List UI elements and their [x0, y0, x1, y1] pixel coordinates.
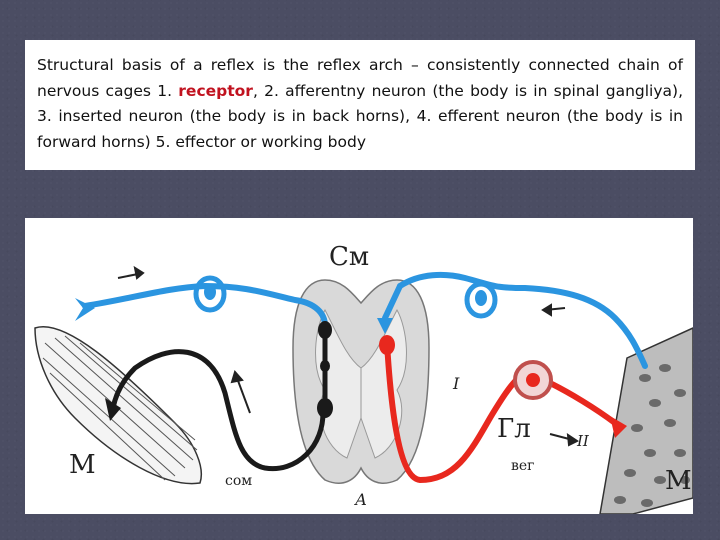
reflex-arc-diagram: См М сом А I Гл II вег М — [25, 218, 693, 514]
reflex-arc-description: Structural basis of a reflex is the refl… — [37, 53, 683, 155]
label-ii: II — [577, 432, 589, 450]
label-m-left: М — [69, 450, 96, 480]
text-panel: Structural basis of a reflex is the refl… — [25, 40, 695, 170]
label-a: А — [355, 490, 367, 509]
receptor-highlight: receptor — [178, 82, 253, 100]
label-i: I — [453, 374, 459, 393]
receptor-ending — [75, 298, 95, 321]
label-gl: Гл — [497, 414, 531, 444]
label-veg: вег — [511, 458, 535, 474]
label-m-right: М — [665, 466, 692, 496]
label-som: сом — [225, 473, 252, 489]
spinal-cord — [293, 280, 429, 483]
label-sm: См — [329, 242, 369, 272]
